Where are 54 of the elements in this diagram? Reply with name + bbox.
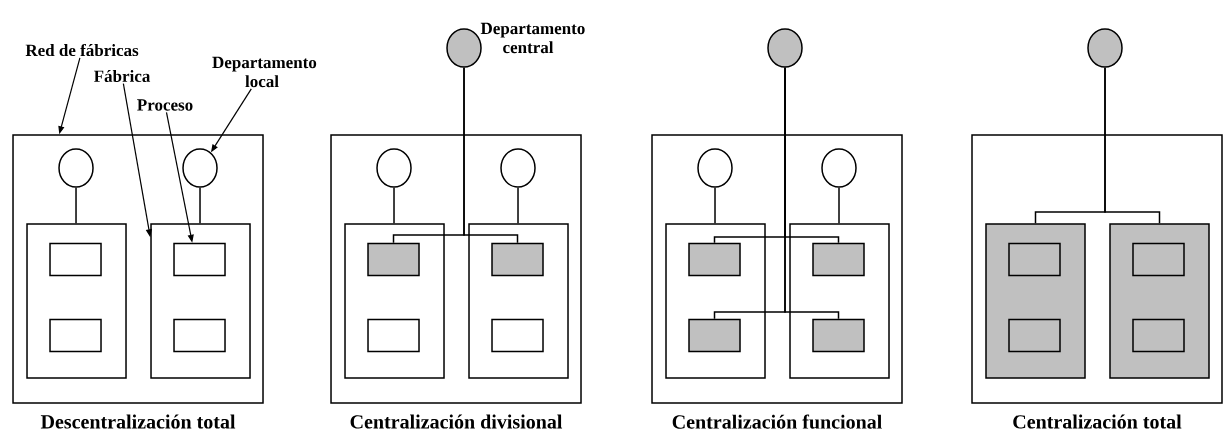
connector-line (714, 187, 716, 224)
process-box (49, 318, 102, 353)
factory-box (1109, 223, 1210, 379)
factory-box (789, 223, 890, 379)
connector-line (463, 67, 519, 244)
process-box (688, 242, 741, 277)
process-box (688, 318, 741, 353)
process-box (173, 318, 226, 353)
department-circle (767, 28, 803, 68)
department-circle (821, 148, 857, 188)
node-label: Descentralización total (40, 414, 236, 429)
process-box (1132, 242, 1185, 277)
process-box (812, 318, 865, 353)
process-box (812, 242, 865, 277)
process-box (1008, 318, 1061, 353)
factory-box (26, 223, 127, 379)
node-label: Departamento central (480, 22, 585, 54)
process-box (491, 242, 544, 277)
process-box (173, 242, 226, 277)
network-box: Centralización total (971, 134, 1223, 429)
callout-label: Fábrica (94, 70, 151, 82)
department-circle (697, 148, 733, 188)
process-box (1008, 242, 1061, 277)
node-label: Centralización total (1013, 414, 1182, 429)
network-box: Centralización funcional (651, 134, 903, 429)
factory-box (985, 223, 1086, 379)
network-box: Descentralización total (12, 134, 264, 429)
callout-label: Red de fábricas (25, 43, 139, 57)
network-box: Centralización divisional (330, 134, 582, 429)
department-circle (376, 148, 412, 188)
department-circle (182, 148, 218, 188)
connector-line (1104, 67, 1161, 224)
node-label: Centralización divisional (350, 414, 563, 429)
department-circle (1087, 28, 1123, 68)
callout-label: Departamento local (212, 56, 317, 88)
connector-line (75, 187, 77, 224)
process-box (367, 242, 420, 277)
department-circle (58, 148, 94, 188)
callout-label: Proceso (137, 99, 193, 111)
process-box (491, 318, 544, 353)
department-circle (500, 148, 536, 188)
process-box (367, 318, 420, 353)
factory-box (665, 223, 766, 379)
node-label: Centralización funcional (672, 414, 882, 429)
connector-line (199, 187, 201, 224)
connector-line (393, 187, 395, 224)
factory-box (344, 223, 445, 379)
process-box (49, 242, 102, 277)
factory-box (150, 223, 251, 379)
connector-line (838, 187, 840, 224)
connector-line (517, 187, 519, 224)
process-box (1132, 318, 1185, 353)
factory-box (468, 223, 569, 379)
connector-line (784, 67, 840, 320)
